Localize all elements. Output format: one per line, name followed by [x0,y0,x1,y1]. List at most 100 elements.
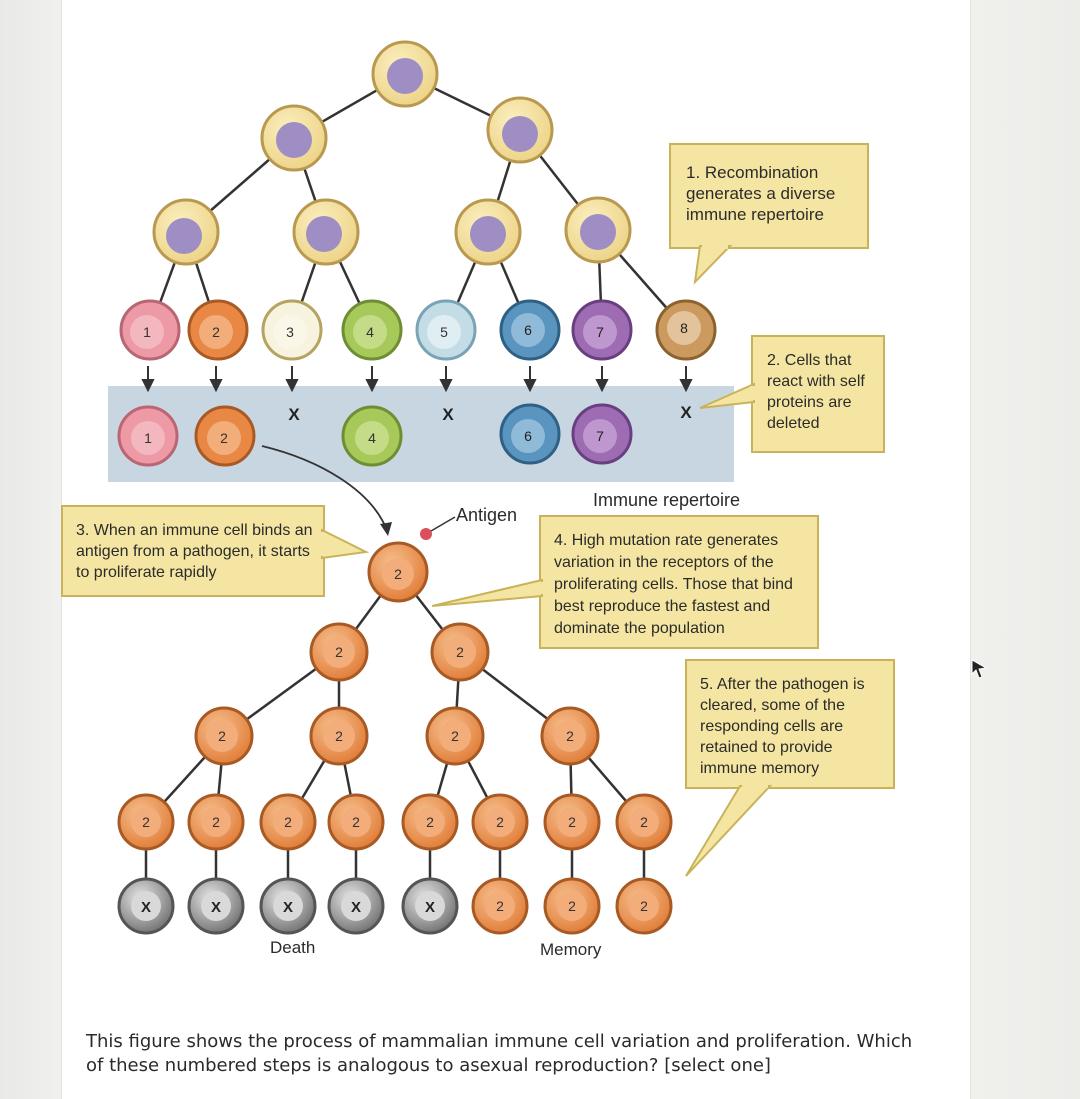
surviving-cell-2: 2 [194,405,256,467]
clone-cell: 2 [425,706,485,766]
dead-cell: X [117,877,175,935]
svg-text:2: 2 [352,814,360,830]
repertoire-cell-4: 4 [341,299,403,361]
activated-cell: 2 [367,541,429,603]
repertoire-cell-8: 8 [655,299,717,361]
clone-cell: 2 [117,793,175,851]
svg-text:2: 2 [212,814,220,830]
cell-number: 4 [366,324,374,340]
repertoire-cell-5: 5 [415,299,477,361]
svg-text:2: 2 [568,898,576,914]
svg-text:2: 2 [496,814,504,830]
dead-cell: X [259,877,317,935]
dead-cell: X [401,877,459,935]
surviving-cell-6: 6 [499,403,561,465]
dead-cell: X [327,877,385,935]
cell-number: 8 [680,320,688,336]
progenitor-cell [292,198,360,266]
clone-cell: 2 [327,793,385,851]
svg-text:2: 2 [566,728,574,744]
callout-3-box [61,505,325,597]
repertoire-cell-6: 6 [499,299,561,361]
svg-text:6: 6 [524,428,532,444]
svg-text:2: 2 [640,898,648,914]
svg-text:2: 2 [142,814,150,830]
svg-text:2: 2 [496,898,504,914]
question-text: This figure shows the process of mammali… [86,1031,913,1076]
svg-text:2: 2 [451,728,459,744]
selection-curve-arrow [261,445,387,529]
antigen-label: Antigen [456,505,518,525]
svg-text:X: X [425,899,435,916]
svg-text:2: 2 [394,566,402,582]
cell-number: 7 [596,324,604,340]
clone-cell: 2 [194,706,254,766]
repertoire-cell-1: 1 [119,299,181,361]
clone-cell: 2 [543,793,601,851]
memory-label: Memory [540,940,602,959]
svg-text:2: 2 [640,814,648,830]
repertoire-cell-2: 2 [187,299,249,361]
callout-2-box [751,335,885,453]
clone-cell: 2 [309,622,369,682]
svg-text:X: X [351,899,361,916]
svg-text:X: X [283,899,293,916]
step-4-text: 4. High mutation rate generates variatio… [554,532,793,637]
memory-cell: 2 [471,877,529,935]
deleted-x: X [680,403,692,422]
step-1-text: 1. Recombination generates a diverse imm… [686,163,836,224]
mouse-cursor-icon [971,659,988,679]
progenitor-cell [486,96,554,164]
memory-cell: 2 [543,877,601,935]
progenitor-cells [152,40,632,266]
surviving-row: 1 2 4 6 7 [117,403,633,467]
cell-number: 6 [524,322,532,338]
clone-cell: 2 [430,622,490,682]
deleted-marks: X X X [288,403,692,424]
repertoire-cell-3: 3 [261,299,323,361]
deleted-x: X [288,405,300,424]
clone-cell: 2 [471,793,529,851]
repertoire-row: 1 2 3 4 5 6 7 8 [119,299,717,361]
svg-text:X: X [211,899,221,916]
svg-text:X: X [141,899,151,916]
clone-cell: 2 [401,793,459,851]
surviving-cell-1: 1 [117,405,179,467]
svg-text:2: 2 [568,814,576,830]
antigen-dot [420,528,432,540]
svg-text:2: 2 [284,814,292,830]
clone-cell: 2 [309,706,369,766]
progenitor-cell [371,40,439,108]
repertoire-cell-7: 7 [571,299,633,361]
death-label: Death [270,938,316,957]
deleted-x: X [442,405,454,424]
cell-number: 3 [286,324,294,340]
surviving-cell-4: 4 [341,405,403,467]
clone-cell: 2 [615,793,673,851]
svg-text:2: 2 [456,644,464,660]
clone-cell: 2 [187,793,245,851]
cell-number: 1 [143,324,151,340]
svg-text:4: 4 [368,430,376,446]
progenitor-cell [454,198,522,266]
progenitor-cell [564,196,632,264]
svg-text:2: 2 [426,814,434,830]
memory-cell: 2 [615,877,673,935]
svg-text:7: 7 [596,428,604,444]
callout-1-box [669,143,869,249]
immune-repertoire-label: Immune repertoire [593,490,741,510]
step-3-text: 3. When an immune cell binds an antigen … [76,522,313,581]
callout-4-box [539,515,819,649]
progenitor-cell [152,198,220,266]
surviving-cell-7: 7 [571,403,633,465]
step-5-text: 5. After the pathogen is cleared, some o… [700,676,865,777]
callouts [61,143,895,877]
final-row: X X X X X 2 2 2 [117,877,673,935]
selection-arrows [141,366,693,393]
clone-cell: 2 [259,793,317,851]
svg-text:1: 1 [144,430,152,446]
step-2-text: 2. Cells that react with self proteins a… [767,352,865,432]
svg-text:2: 2 [220,430,228,446]
dead-cell: X [187,877,245,935]
